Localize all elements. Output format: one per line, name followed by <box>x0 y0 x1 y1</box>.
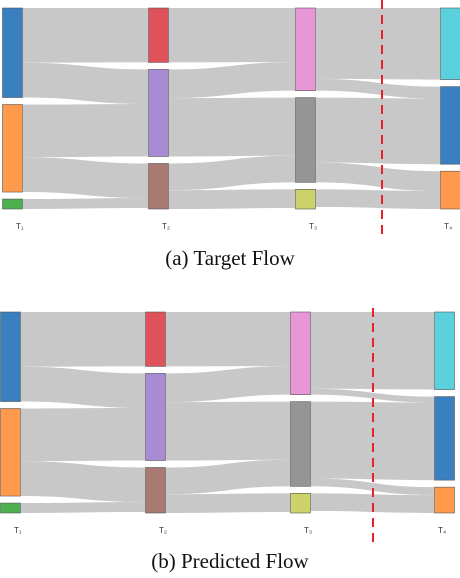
node-green <box>2 198 23 210</box>
node-purple <box>145 373 166 461</box>
target-flow-caption: (a) Target Flow <box>165 246 295 270</box>
predicted-flow-caption: (b) Predicted Flow <box>151 549 309 573</box>
node-pink <box>290 311 311 395</box>
node-olive <box>295 189 316 210</box>
flow-link <box>316 8 440 80</box>
flow-link <box>23 104 148 158</box>
flow-link <box>316 78 440 99</box>
flow-link <box>169 8 295 63</box>
flow-link <box>311 312 434 390</box>
time-step-label: T₁ <box>14 526 22 535</box>
node-brown <box>148 163 169 210</box>
node-purple <box>148 69 169 157</box>
node-gray <box>290 401 311 487</box>
flow-link <box>311 478 434 496</box>
flow-link <box>169 97 295 157</box>
node-blue2 <box>434 396 455 481</box>
flow-link <box>166 493 290 513</box>
flow-link <box>316 189 440 209</box>
time-step-label: T₃ <box>309 222 317 231</box>
time-step-label: T₄ <box>444 222 452 231</box>
node-pink <box>295 7 316 91</box>
node-orange2 <box>440 170 460 210</box>
node-orange2 <box>434 486 455 514</box>
predicted-flow-panel: T₁ T₂ T₃ T₄ (b) Predicted Flow <box>0 300 460 578</box>
flow-link <box>169 155 295 191</box>
node-orange <box>0 408 21 497</box>
flow-link <box>21 502 145 513</box>
node-blue <box>2 7 23 98</box>
flow-link <box>316 162 440 192</box>
flow-link <box>311 401 434 481</box>
node-orange <box>2 104 23 193</box>
time-step-label: T₃ <box>304 526 312 535</box>
node-cyan <box>440 7 460 80</box>
flow-link <box>23 62 148 105</box>
flow-link <box>316 97 440 165</box>
time-step-label: T₁ <box>16 222 24 231</box>
node-brown <box>145 467 166 514</box>
flow-links <box>23 8 440 209</box>
node-green <box>0 502 21 514</box>
flow-link <box>21 408 145 462</box>
node-gray <box>295 97 316 183</box>
node-blue2 <box>440 86 460 165</box>
flow-link <box>23 157 148 199</box>
flow-link <box>21 366 145 409</box>
node-red <box>145 311 166 367</box>
time-step-label: T₂ <box>162 222 170 231</box>
flow-link <box>21 312 145 367</box>
node-cyan <box>434 311 455 390</box>
flow-link <box>169 62 295 99</box>
flow-link <box>311 388 434 403</box>
flow-nodes <box>0 311 455 514</box>
flow-links <box>21 312 434 513</box>
time-step-label: T₄ <box>438 526 446 535</box>
target-flow-sankey: T₁ T₂ T₃ T₄ <box>2 0 460 235</box>
flow-link <box>166 366 290 403</box>
flow-link <box>166 459 290 495</box>
flow-link <box>169 189 295 209</box>
time-step-label: T₂ <box>159 526 167 535</box>
flow-link <box>166 401 290 461</box>
flow-link <box>23 198 148 209</box>
flow-nodes <box>2 7 460 210</box>
node-olive <box>290 493 311 514</box>
target-flow-panel: T₁ T₂ T₃ T₄ (a) Target Flow <box>2 0 460 270</box>
flow-link <box>23 8 148 63</box>
predicted-flow-sankey: T₁ T₂ T₃ T₄ <box>0 308 455 542</box>
node-red <box>148 7 169 63</box>
node-blue <box>0 311 21 402</box>
flow-link <box>166 312 290 367</box>
flow-link <box>21 461 145 503</box>
